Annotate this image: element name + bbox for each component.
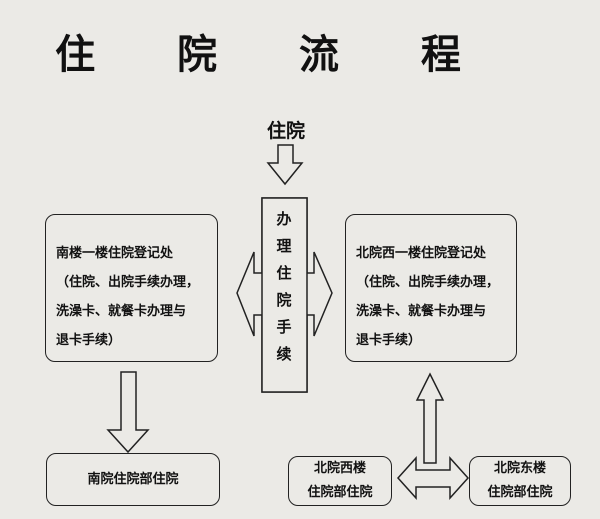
center-procedure-text: 办 理 住 院 手 续 (264, 206, 304, 368)
dest-label: 住院部住院 (307, 485, 373, 500)
office-line: 洗澡卡、就餐卡办理与 (56, 304, 187, 319)
dest-label: 南院住院部住院 (87, 471, 179, 487)
office-line: （住院、出院手续办理， (56, 275, 200, 290)
procedure-char: 手 (276, 318, 292, 336)
dest-label: 北院西楼 (313, 461, 366, 476)
entry-label: 住院 (266, 120, 305, 142)
office-line: （住院、出院手续办理， (356, 275, 500, 290)
north-up-arrow (415, 372, 445, 464)
office-line: 南楼一楼住院登记处 (56, 246, 174, 261)
procedure-char: 续 (276, 345, 292, 363)
south-down-arrow (106, 371, 150, 454)
dest-label: 北院东楼 (493, 461, 546, 476)
procedure-char: 理 (276, 237, 292, 255)
north-east-inpatient-dept: 北院东楼 住院部住院 (469, 456, 571, 506)
dest-label: 住院部住院 (487, 485, 553, 500)
center-procedure-box (261, 197, 308, 393)
entry-down-arrow (266, 144, 304, 186)
south-registration-office: 南楼一楼住院登记处 （住院、出院手续办理， 洗澡卡、就餐卡办理与 退卡手续） (45, 214, 218, 362)
north-left-right-arrow (396, 456, 470, 500)
procedure-char: 住 (276, 264, 292, 282)
south-inpatient-dept: 南院住院部住院 (46, 453, 220, 506)
page-title: 住 院 流 程 (55, 31, 495, 78)
north-registration-office: 北院西一楼住院登记处 （住院、出院手续办理， 洗澡卡、就餐卡办理与 退卡手续） (345, 214, 517, 362)
north-west-inpatient-dept: 北院西楼 住院部住院 (288, 456, 392, 506)
procedure-char: 院 (276, 291, 292, 309)
office-line: 北院西一楼住院登记处 (356, 246, 487, 261)
office-line: 洗澡卡、就餐卡办理与 (356, 304, 487, 319)
procedure-char: 办 (276, 210, 292, 228)
office-line: 退卡手续） (356, 333, 422, 348)
office-line: 退卡手续） (56, 333, 122, 348)
